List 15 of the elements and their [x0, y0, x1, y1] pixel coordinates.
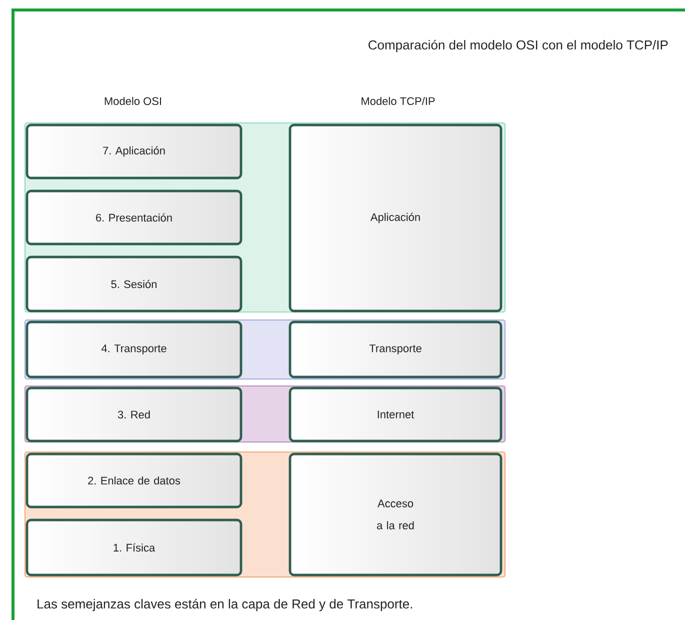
- column-heading: Modelo TCP/IP: [362, 96, 435, 106]
- layer-box: 1. Física: [26, 518, 242, 576]
- caption: Las semejanzas claves están en la capa de Red y de Transporte.: [38, 598, 412, 612]
- layer-box: 3. Red: [26, 386, 242, 442]
- layer-box: Internet: [288, 386, 502, 442]
- layer-box: 6. Presentación: [26, 190, 242, 246]
- layer-box: Aplicación: [288, 124, 502, 312]
- layer-box: Acceso a la red: [288, 452, 502, 576]
- layer-box: Transporte: [288, 320, 502, 378]
- layer-box: 5. Sesión: [26, 256, 242, 312]
- title: Comparación del modelo OSI con el modelo TCP/IP: [368, 40, 668, 52]
- column-heading: Modelo OSI: [104, 96, 162, 106]
- layer-box: 4. Transporte: [26, 320, 242, 378]
- layer-box: 7. Aplicación: [26, 124, 242, 180]
- layer-box: 2. Enlace de datos: [26, 452, 242, 508]
